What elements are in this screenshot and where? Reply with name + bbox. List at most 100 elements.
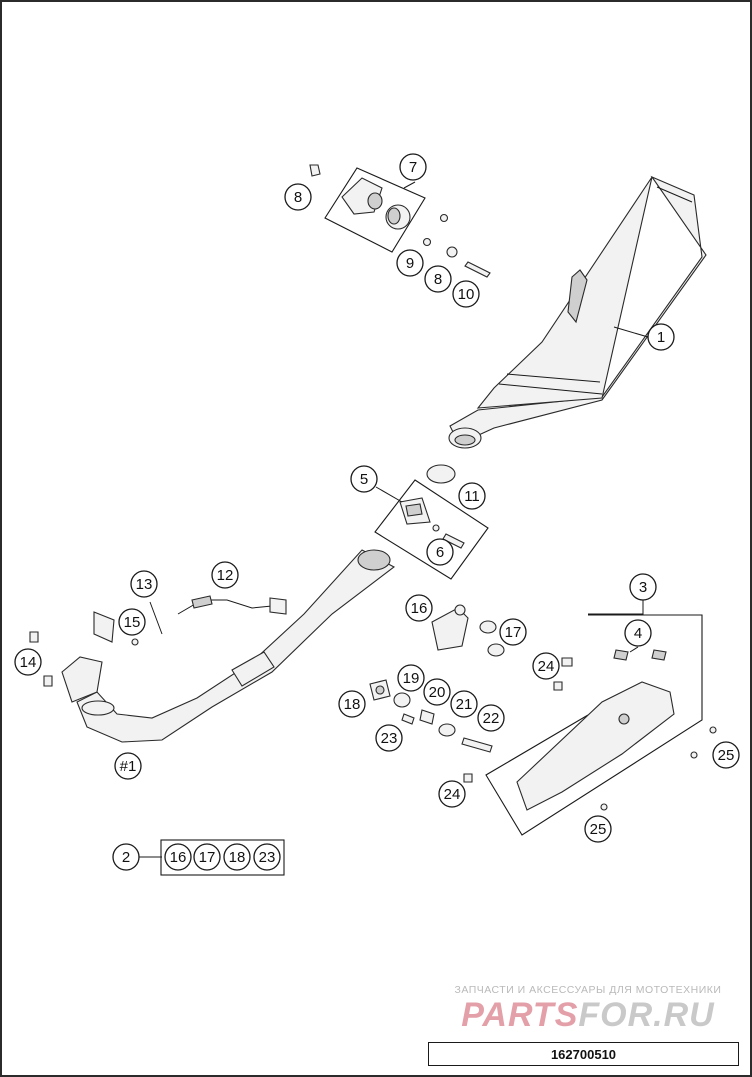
callout-c18: 18 xyxy=(338,690,366,718)
callout-c17-label: 17 xyxy=(505,624,522,641)
callout-c4: 4 xyxy=(624,619,652,647)
callout-c9: 9 xyxy=(396,249,424,277)
callout-c8a-circle xyxy=(284,183,312,211)
callout-c9-circle xyxy=(396,249,424,277)
callout-c8b: 8 xyxy=(424,265,452,293)
callout-c24b-label: 24 xyxy=(444,786,461,803)
callout-c1h-label: #1 xyxy=(120,758,137,775)
callout-c7: 7 xyxy=(399,153,427,181)
callout-c25b: 25 xyxy=(584,815,612,843)
callout-c4-label: 4 xyxy=(634,625,642,642)
callout-c14-label: 14 xyxy=(20,654,37,671)
callout-c2-circle xyxy=(112,843,140,871)
kit-item-18-circle xyxy=(223,843,251,871)
callout-c1h: #1 xyxy=(114,752,142,780)
callout-c20-label: 20 xyxy=(429,684,446,701)
callout-c17: 17 xyxy=(499,618,527,646)
kit-item-18: 18 xyxy=(223,843,251,871)
callout-c7-label: 7 xyxy=(409,159,417,176)
callout-c14: 14 xyxy=(14,648,42,676)
callout-c5: 5 xyxy=(350,465,378,493)
callout-c25b-label: 25 xyxy=(590,821,607,838)
kit-item-17-label: 17 xyxy=(199,849,216,866)
callout-c1h-circle xyxy=(114,752,142,780)
callout-c6-circle xyxy=(426,538,454,566)
callout-c1-circle xyxy=(647,323,675,351)
callout-c6-label: 6 xyxy=(436,544,444,561)
callout-c22-label: 22 xyxy=(483,710,500,727)
drawing-code: 162700510 xyxy=(550,1046,617,1062)
callout-c19: 19 xyxy=(397,664,425,692)
watermark-logo: PARTSFOR.RU xyxy=(438,996,738,1035)
watermark: ЗАПЧАСТИ И АКСЕССУАРЫ ДЛЯ МОТОТЕХНИКИ PA… xyxy=(438,984,738,1035)
callout-c15-label: 15 xyxy=(124,614,141,631)
callout-c18-label: 18 xyxy=(344,696,361,713)
callout-c10-circle xyxy=(452,280,480,308)
callout-c21: 21 xyxy=(450,690,478,718)
callout-c25a: 25 xyxy=(712,741,740,769)
callout-c24a: 24 xyxy=(532,652,560,680)
callout-c11: 11 xyxy=(458,482,486,510)
callout-c5-label: 5 xyxy=(360,471,368,488)
callout-c24b-circle xyxy=(438,780,466,808)
kit-group-box xyxy=(160,839,285,876)
leader-lines xyxy=(139,181,649,858)
kit-group-items: 16 17 18 23 xyxy=(164,843,281,871)
callout-c15: 15 xyxy=(118,608,146,636)
hanger-parts-drawing xyxy=(369,604,505,753)
callout-c13-label: 13 xyxy=(136,576,153,593)
watermark-logo-part2: FOR.RU xyxy=(578,996,715,1034)
callout-c2-label: 2 xyxy=(122,849,130,866)
kit-item-18-label: 18 xyxy=(229,849,246,866)
callout-c23: 23 xyxy=(375,724,403,752)
callout-c8a: 8 xyxy=(284,183,312,211)
callout-c20-circle xyxy=(423,678,451,706)
callout-c24b: 24 xyxy=(438,780,466,808)
callout-c8a-label: 8 xyxy=(294,189,302,206)
callout-layer: 1234567889101112131415161718192021222324… xyxy=(14,153,740,871)
callout-c3-circle xyxy=(629,573,657,601)
callout-c23-circle xyxy=(375,724,403,752)
callout-c15-circle xyxy=(118,608,146,636)
kit-item-23: 23 xyxy=(253,843,281,871)
callout-c21-label: 21 xyxy=(456,696,473,713)
callout-c19-label: 19 xyxy=(403,670,420,687)
callout-c23-label: 23 xyxy=(381,730,398,747)
kit-item-16-circle xyxy=(164,843,192,871)
callout-c3-label: 3 xyxy=(639,579,647,596)
callout-c13: 13 xyxy=(130,570,158,598)
callout-c12-circle xyxy=(211,561,239,589)
callout-c18-circle xyxy=(338,690,366,718)
callout-c24a-label: 24 xyxy=(538,658,555,675)
kit-item-16: 16 xyxy=(164,843,192,871)
callout-c16: 16 xyxy=(405,594,433,622)
bracket-kit-drawing xyxy=(309,164,491,278)
callout-c6: 6 xyxy=(426,538,454,566)
callout-c1: 1 xyxy=(647,323,675,351)
watermark-logo-part1: PARTS xyxy=(461,996,579,1034)
callout-c8b-circle xyxy=(424,265,452,293)
callout-c25a-label: 25 xyxy=(718,747,735,764)
callout-c11-circle xyxy=(458,482,486,510)
callout-c1-label: 1 xyxy=(657,329,665,346)
muffler-drawing xyxy=(448,175,707,449)
kit-item-17: 17 xyxy=(193,843,221,871)
header-pipe-drawing xyxy=(61,549,396,743)
kit-item-16-label: 16 xyxy=(170,849,187,866)
kit-item-17-circle xyxy=(193,843,221,871)
callout-c10: 10 xyxy=(452,280,480,308)
callout-c25b-circle xyxy=(584,815,612,843)
callout-c2: 2 xyxy=(112,843,140,871)
callout-c25a-circle xyxy=(712,741,740,769)
callout-c12-label: 12 xyxy=(217,567,234,584)
callout-c22: 22 xyxy=(477,704,505,732)
callout-c10-label: 10 xyxy=(458,286,475,303)
heat-shield-drawing xyxy=(463,614,717,836)
callout-c4-circle xyxy=(624,619,652,647)
callout-c7-circle xyxy=(399,153,427,181)
callout-c3: 3 xyxy=(629,573,657,601)
callout-c14-circle xyxy=(14,648,42,676)
callout-c5-circle xyxy=(350,465,378,493)
callout-c13-circle xyxy=(130,570,158,598)
